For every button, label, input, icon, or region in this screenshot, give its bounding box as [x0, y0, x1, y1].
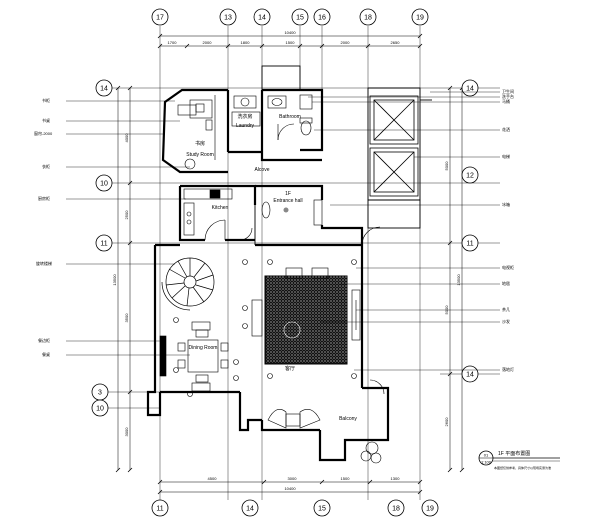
bottom-dim-3: 1500: [341, 476, 351, 481]
study-furniture: [177, 95, 216, 170]
top-dim-3: 1800: [241, 40, 251, 45]
bottom-dimension-chain: [157, 479, 423, 495]
annotation-left-7: 餐边柜: [38, 337, 50, 343]
annotation-left-5: 厨房柜: [38, 195, 50, 201]
axis-bubble-left-5: 10: [96, 406, 104, 413]
right-dim-2: 5000: [444, 305, 449, 315]
axis-bubble-labels: 17 13 14 15 16 18 19 11 14 15 18 19 14 1…: [96, 15, 474, 513]
right-dim-3: 2600: [444, 417, 449, 427]
axis-bubble-bottom-2: 14: [246, 506, 254, 513]
room-label-living-cn: 客厅: [285, 365, 295, 372]
axis-bubble-bottom-4: 18: [392, 506, 400, 513]
axis-bubble-top-2: 13: [224, 15, 232, 22]
partitions: [254, 65, 432, 245]
left-dim-2: 2500: [124, 210, 129, 220]
left-dim-3: 3500: [124, 313, 129, 323]
axis-bubble-bottom-1: 11: [156, 506, 163, 513]
drawing-title: 1F 平面布置图: [498, 450, 530, 457]
axis-bubble-top-4: 15: [296, 15, 304, 22]
left-dim-4: 3000: [124, 427, 129, 437]
axis-bubble-top-5: 16: [318, 15, 326, 22]
room-label-alcove: Alcove: [254, 167, 269, 173]
living-area: [251, 267, 361, 365]
kitchen-fixtures: [183, 188, 253, 241]
bottom-dim-1: 4500: [208, 476, 218, 481]
annotation-right-9: 茶几: [502, 306, 510, 312]
axis-bubble-top-6: 18: [364, 15, 372, 22]
annotation-left-1: 书柜: [42, 97, 50, 103]
room-label-entrance: Entrance hall: [273, 198, 302, 204]
left-dim-1: 4000: [124, 133, 129, 143]
annotation-right-8: 地毯: [502, 280, 510, 286]
axis-bubble-left-3: 11: [100, 241, 107, 248]
annotation-right-11: 落地灯: [502, 366, 514, 372]
leader-lines: [66, 91, 500, 371]
ceiling-lights: [173, 259, 357, 397]
right-total-dim: 13500: [456, 274, 461, 286]
axis-bubble-bottom-5: 19: [426, 506, 434, 513]
annotation-left-2: 书桌: [42, 117, 50, 123]
laundry-fixtures: [231, 95, 261, 127]
drawing-scale: 1:100: [481, 460, 492, 465]
title-block: 01 1:100 1F 平面布置图 本图纸仅供参考，具体尺寸以现场实测为准: [478, 450, 560, 470]
annotation-right-1: 卫生间: [502, 88, 514, 94]
axis-bubble-right-2: 12: [466, 173, 474, 180]
bottom-dim-4: 1300: [391, 476, 401, 481]
top-dim-5: 2000: [341, 40, 351, 45]
annotation-right-10: 沙发: [502, 318, 510, 324]
annotation-right-2: 洗手台: [502, 93, 514, 99]
drawing-note: 本图纸仅供参考，具体尺寸以现场实测为准: [494, 465, 551, 470]
bottom-total-dim: 10400: [284, 486, 296, 491]
top-dimension-chain: [157, 33, 423, 49]
elevator-shafts: [369, 95, 419, 197]
axis-bubble-left-1: 14: [100, 86, 108, 93]
top-dim-6: 2650: [391, 40, 401, 45]
right-dim-1: 5000: [444, 161, 449, 171]
annotation-left-4: 衣柜: [42, 163, 50, 169]
top-dim-4: 1500: [286, 40, 296, 45]
room-label-study: Study Room: [186, 152, 214, 158]
axis-bubble-left-2: 10: [100, 181, 108, 188]
annotation-left-3: 窗帘-2000: [34, 130, 53, 136]
annotation-right-5: 电梯: [502, 153, 510, 159]
bottom-dim-2: 3000: [288, 476, 298, 481]
room-label-1f: 1F: [285, 191, 291, 197]
room-label-laundry-cn: 洗衣房: [237, 113, 252, 120]
top-total-dim: 10400: [284, 30, 296, 35]
top-dim-1: 1700: [168, 40, 178, 45]
annotation-right-3: 马桶: [502, 98, 510, 104]
axis-bubble-right-1: 14: [466, 86, 474, 93]
room-label-laundry: Laundry: [236, 123, 255, 129]
axis-bubble-right-4: 14: [466, 372, 474, 379]
annotation-left-6: 旋转楼梯: [36, 260, 52, 266]
annotation-left-8: 餐桌: [42, 351, 50, 357]
entrance-fixtures: [261, 199, 381, 246]
annotation-right-4: 花洒: [502, 126, 510, 132]
axis-bubble-top-3: 14: [258, 15, 266, 22]
axis-bubble-top-7: 19: [416, 15, 424, 22]
sheet-number: 01: [484, 453, 489, 458]
left-total-dim: 13500: [112, 274, 117, 286]
annotation-right-6: 冰箱: [502, 201, 510, 207]
walls: [146, 88, 390, 462]
room-label-balcony: Balcony: [339, 416, 357, 422]
balcony-furniture: [267, 379, 385, 464]
axis-bubble-top-1: 17: [156, 15, 164, 22]
annotation-right-7: 电视柜: [502, 264, 514, 270]
top-dim-2: 2000: [203, 40, 213, 45]
left-dimension-chain: [115, 85, 133, 473]
axis-bubble-right-3: 11: [466, 241, 473, 248]
room-label-kitchen: Kitchen: [212, 205, 229, 211]
room-label-dining: Dining Room: [189, 345, 218, 351]
axis-bubble-left-4: 3: [98, 390, 102, 397]
room-label-bathroom: Bathroom: [279, 114, 301, 120]
spiral-staircase: [161, 257, 215, 311]
room-label-study-cn: 书房: [195, 140, 205, 147]
dining-set: [159, 321, 229, 392]
axis-bubble-bottom-3: 15: [318, 506, 326, 513]
